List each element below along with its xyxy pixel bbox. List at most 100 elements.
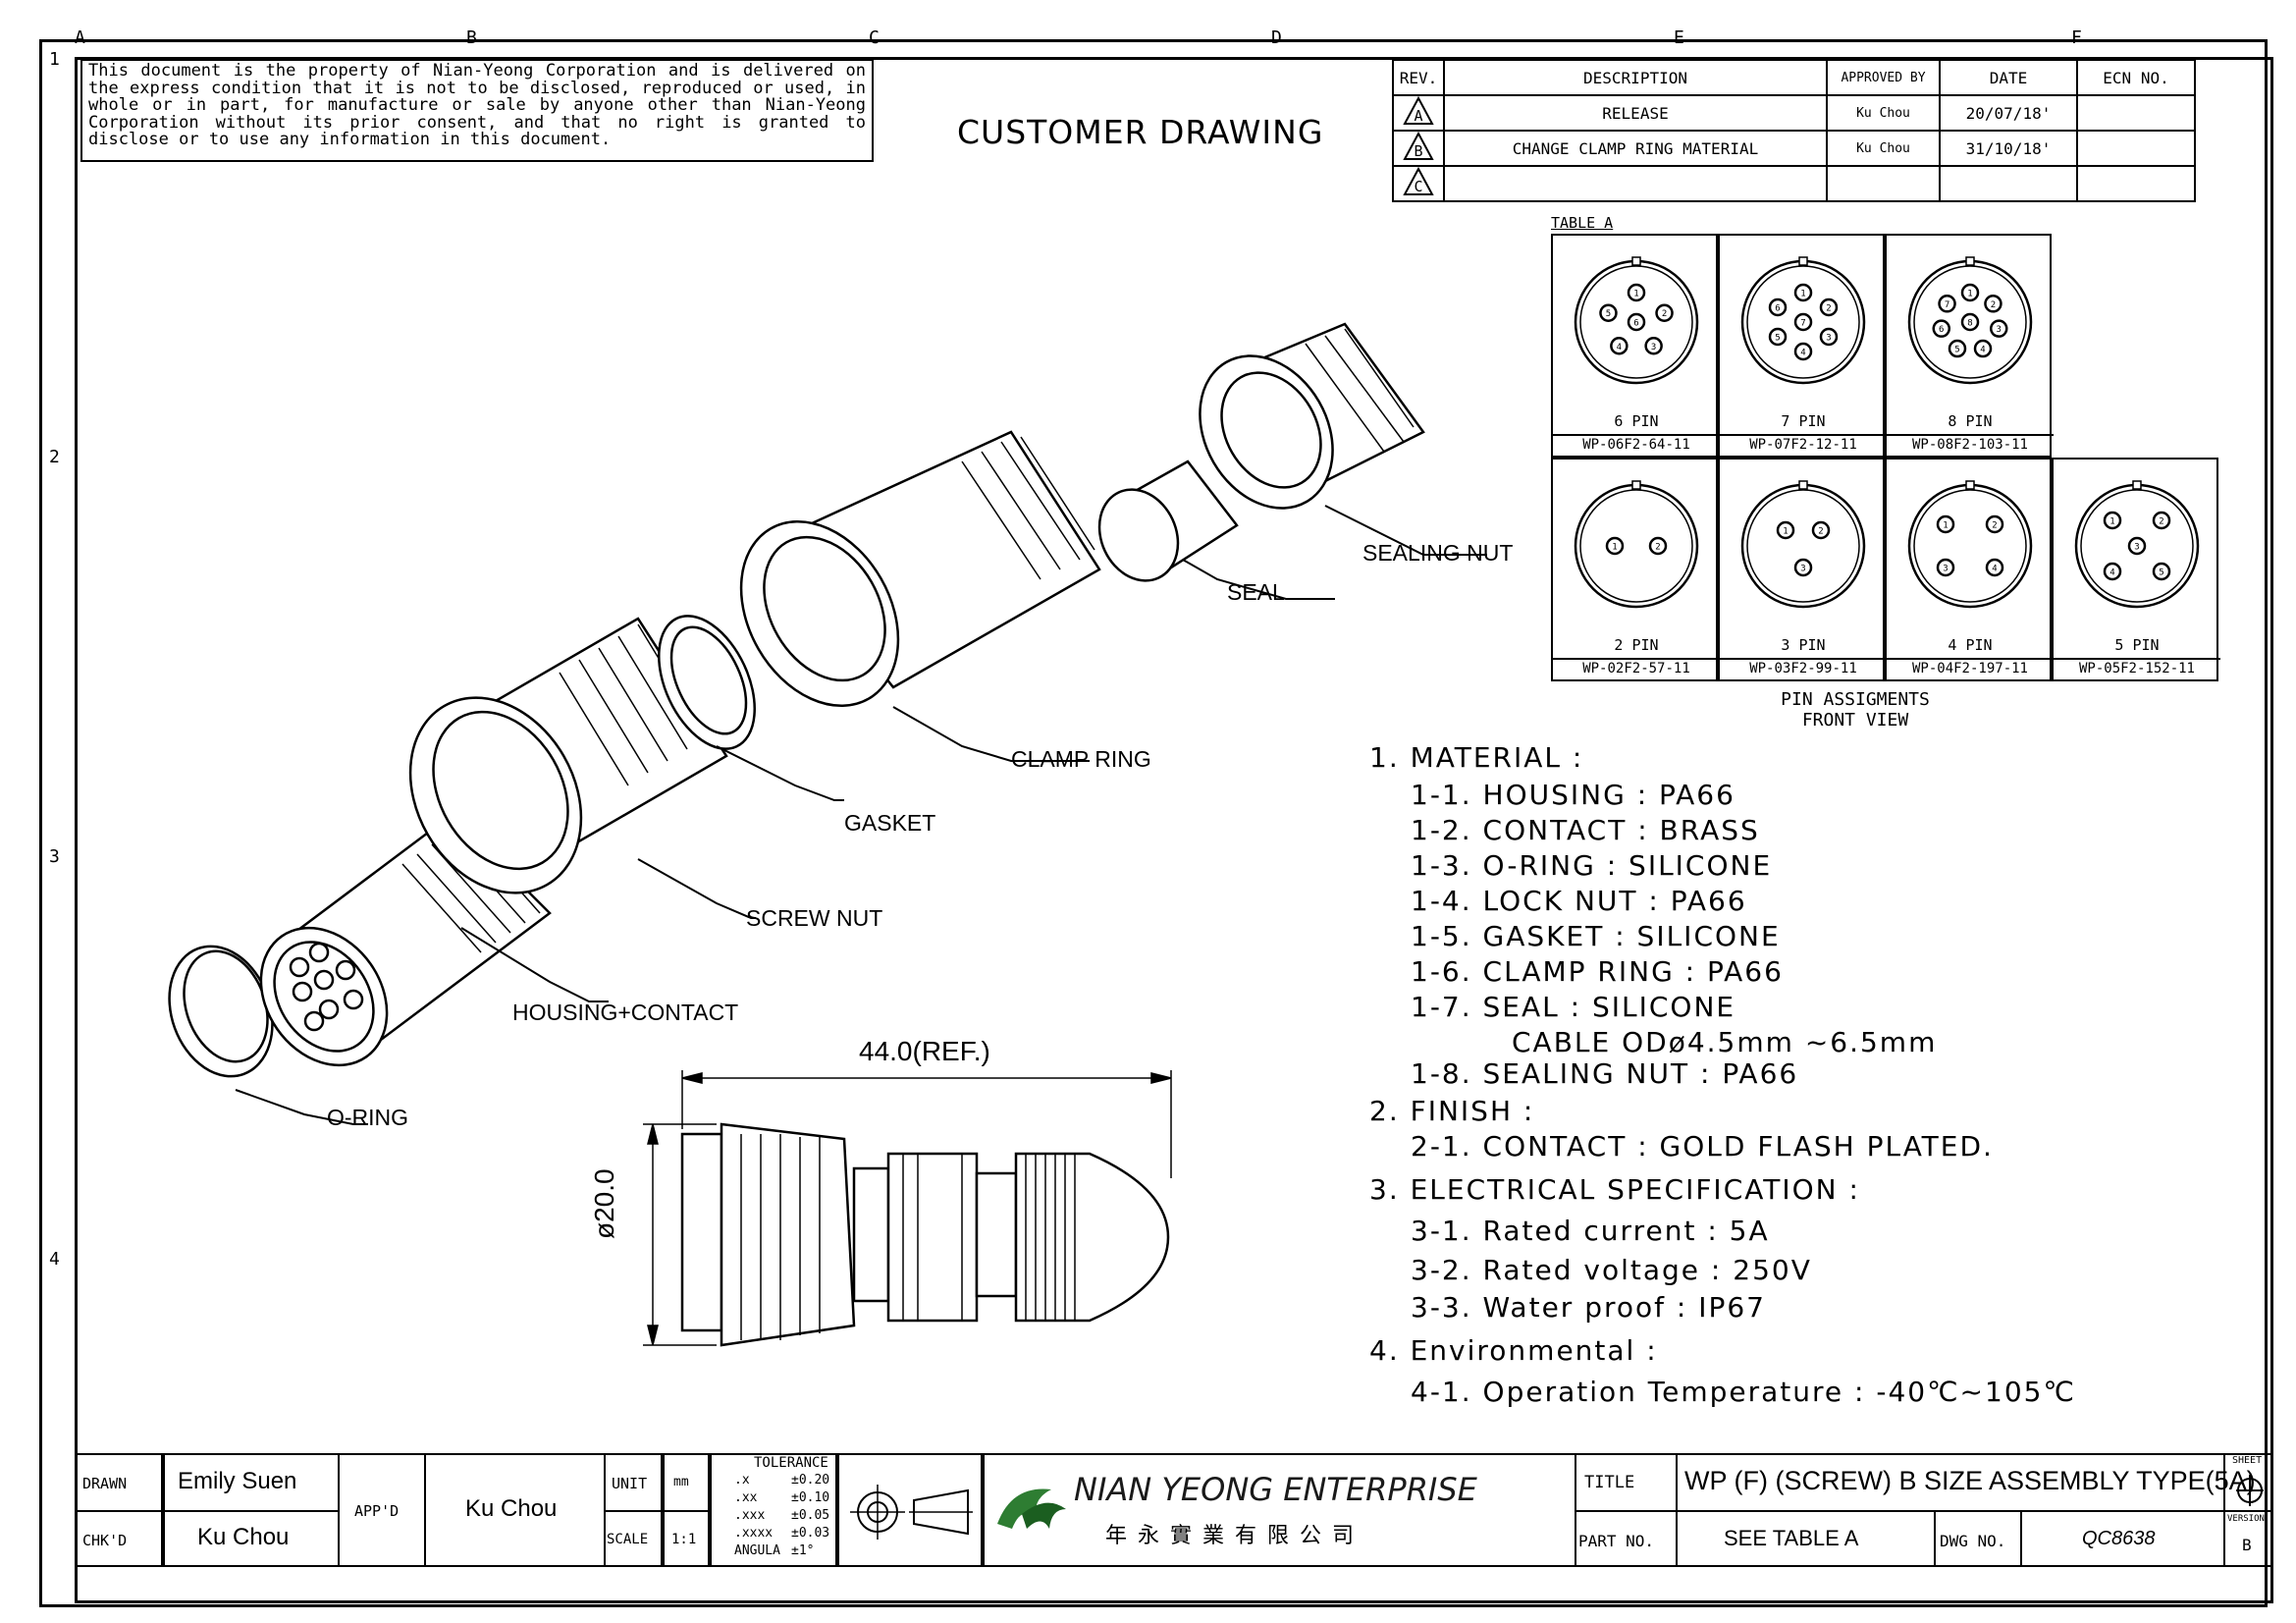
- pin-part-code: WP-08F2-103-11: [1887, 434, 2054, 454]
- tolerance-value: ±0.03: [791, 1526, 830, 1541]
- pin-contact: [1985, 558, 2004, 577]
- pin-contact: [1938, 295, 1956, 313]
- scale-value: 1:1: [671, 1532, 697, 1547]
- spec-line: 1-4. LOCK NUT : PA66: [1411, 885, 1747, 917]
- pin-count-label: 7 PIN: [1781, 412, 1826, 430]
- pin-contact: [1984, 295, 2002, 313]
- zone-col-b: B: [466, 27, 477, 48]
- rev-a-date: 20/07/18': [1939, 94, 2078, 132]
- approved-by: Ku Chou: [465, 1495, 558, 1522]
- pin-caption-line2: FRONT VIEW: [1801, 710, 1909, 730]
- spec-line: 4. Environmental :: [1369, 1334, 1658, 1367]
- diameter-dimension: ø20.0: [589, 1168, 619, 1239]
- tolerance-value: ±0.20: [791, 1473, 830, 1488]
- tolerance-row: ANGULA±1°: [734, 1543, 814, 1558]
- zone-row-1: 1: [49, 49, 60, 70]
- pin-count-label: 3 PIN: [1781, 636, 1826, 654]
- pin-count-label: 2 PIN: [1614, 636, 1659, 654]
- pin-number: 2: [1662, 309, 1667, 319]
- drawn-label: DRAWN: [82, 1475, 128, 1492]
- pin-contact: [1819, 298, 1839, 317]
- rev-c-approved: [1826, 165, 1941, 202]
- confidentiality-notice: This document is the property of Nian-Ye…: [80, 59, 874, 162]
- part-no-label: PART NO.: [1578, 1532, 1655, 1550]
- tolerance-key: .xxxx: [734, 1526, 774, 1541]
- gasket-part: [658, 615, 756, 750]
- zone-col-c: C: [869, 27, 880, 48]
- company-name: NIAN YEONG ENTERPRISE: [1074, 1471, 1477, 1508]
- description-header: DESCRIPTION: [1443, 59, 1828, 96]
- dwg-no-label: DWG NO.: [1940, 1532, 2006, 1550]
- pin-number: 8: [1967, 319, 1972, 329]
- pin-contact: [2152, 562, 2171, 581]
- approved-header: APPROVED BY: [1826, 59, 1941, 96]
- rev-c-date: [1939, 165, 2078, 202]
- pin-contact: [1819, 327, 1839, 347]
- pin-contact: [1627, 283, 1646, 302]
- tolerance-row: .xx±0.10: [734, 1490, 829, 1505]
- rev-a-approved: Ku Chou: [1826, 94, 1941, 132]
- pin-contact: [1989, 319, 2008, 338]
- zone-col-e: E: [1674, 27, 1684, 48]
- revision-table: REV. DESCRIPTION APPROVED BY DATE ECN NO…: [1392, 59, 2196, 202]
- spec-line: 3-3. Water proof : IP67: [1411, 1291, 1766, 1324]
- pin-contact: [1768, 327, 1788, 347]
- tolerance-key: .x: [734, 1473, 750, 1488]
- pin-contact: [1793, 558, 1813, 577]
- rev-c-ecn: [2076, 165, 2196, 202]
- pin-number: 3: [1997, 325, 2002, 335]
- callout-seal: SEAL: [1227, 579, 1285, 605]
- clamp-ring-part: [739, 430, 1101, 708]
- pin-contact: [1936, 558, 1955, 577]
- zone-col-f: F: [2071, 27, 2082, 48]
- rev-a-ecn: [2076, 94, 2196, 132]
- tolerance-row: .xxx±0.05: [734, 1508, 829, 1523]
- zone-row-4: 4: [49, 1249, 60, 1270]
- pin-contact: [1768, 298, 1788, 317]
- pin-contact: [1960, 283, 1980, 302]
- side-view-drawing: [643, 1070, 1172, 1347]
- version-value: B: [2242, 1536, 2252, 1554]
- rev-header: REV.: [1392, 59, 1445, 96]
- pin-contact: [1973, 339, 1993, 358]
- pin-number: 6: [1633, 319, 1638, 329]
- date-header: DATE: [1939, 59, 2078, 96]
- pin-number: 1: [1800, 290, 1805, 299]
- zone-col-d: D: [1271, 27, 1282, 48]
- pin-contact: [1936, 514, 1955, 534]
- callout-o-ring: O-RING: [327, 1105, 409, 1130]
- pin-contact: [1644, 337, 1663, 355]
- pin-count-label: 8 PIN: [1948, 412, 1993, 430]
- tolerance-title: TOLERANCE: [754, 1455, 828, 1471]
- pin-number: 4: [1980, 346, 1985, 355]
- pin-number: 4: [1617, 343, 1622, 352]
- pin-part-code: WP-02F2-57-11: [1553, 658, 1720, 677]
- pin-contact: [1610, 337, 1629, 355]
- dwg-no: QC8638: [2082, 1528, 2156, 1549]
- pin-number: 2: [1655, 543, 1660, 553]
- rev-b-letter: B: [1414, 142, 1422, 160]
- pin-number: 2: [1992, 521, 1997, 531]
- pin-number: 3: [1651, 343, 1656, 352]
- rev-a-marker: A: [1392, 94, 1445, 132]
- pin-contact: [1599, 303, 1618, 322]
- pin-number: 2: [1826, 304, 1831, 314]
- seal-part: [1097, 460, 1239, 582]
- rev-b-date: 31/10/18': [1939, 130, 2078, 167]
- zone-col-a: A: [75, 27, 85, 48]
- pin-contact: [1960, 312, 1980, 332]
- pin-caption-line1: PIN ASSIGMENTS: [1781, 689, 1930, 710]
- pin-contact: [1627, 312, 1646, 332]
- spec-line: 1-7. SEAL : SILICONE: [1411, 991, 1736, 1023]
- spec-line: 3-2. Rated voltage : 250V: [1411, 1254, 1812, 1286]
- tolerance-key: ANGULA: [734, 1543, 780, 1558]
- ecn-header: ECN NO.: [2076, 59, 2196, 96]
